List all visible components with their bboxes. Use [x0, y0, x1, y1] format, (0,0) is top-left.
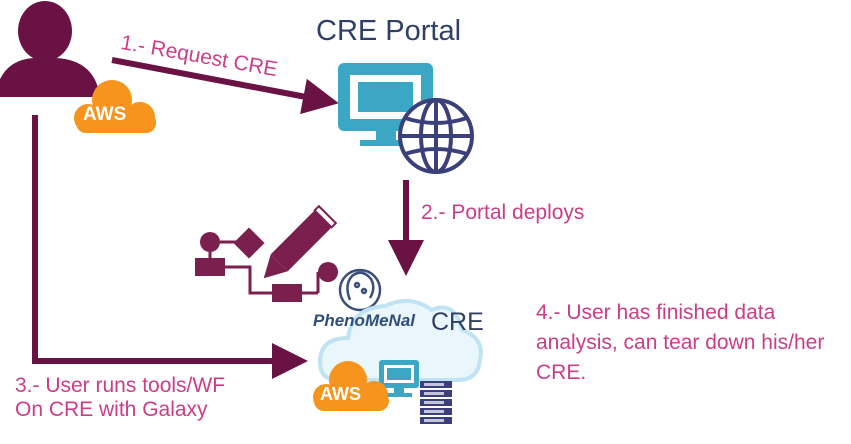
portal-title: CRE Portal [316, 15, 462, 47]
arrow-run-tools [32, 115, 308, 379]
user-icon [0, 1, 100, 97]
aws-cloud-bottom-icon [313, 361, 389, 411]
workflow-icon [195, 227, 338, 302]
step-3-label: 3.- User runs tools/WF On CRE with Galax… [15, 374, 225, 422]
step-2-label: 2.- Portal deploys [421, 201, 585, 224]
cre-label: CRE [431, 308, 484, 336]
step-4-label: 4.- User has finished data analysis, can… [536, 301, 825, 384]
server-icon [420, 381, 452, 424]
arrow-request [111, 57, 339, 115]
step-3-line-2: On CRE with Galaxy [15, 398, 208, 422]
aws-cloud-icon [74, 80, 156, 133]
step-3-line-1: 3.- User runs tools/WF [15, 374, 226, 397]
pencil-icon [263, 204, 338, 279]
aws-label-bottom: AWS [320, 384, 362, 404]
cloud-icon [317, 298, 483, 382]
aws-label-top: AWS [83, 104, 127, 125]
phenomenal-brand-label: PhenoMeNal [313, 311, 416, 330]
cre-monitor-icon [379, 360, 419, 397]
globe-icon [398, 98, 474, 174]
phenomenal-logo-icon [338, 268, 382, 312]
